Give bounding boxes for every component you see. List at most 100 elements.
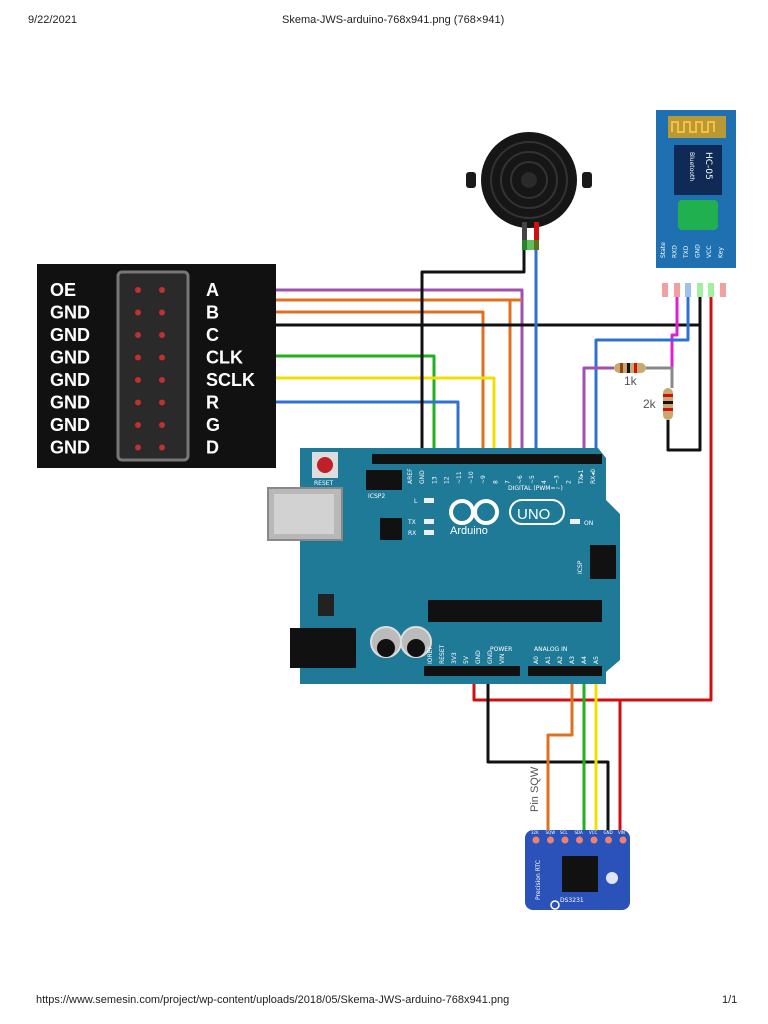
digital-pin-label: 4 [541,480,548,484]
dc-jack [290,628,356,668]
rtc-pin-label: 32K [531,830,539,835]
panel-pin [159,287,165,293]
wire-hc05-rx [670,290,679,368]
icsp2-header [366,470,402,490]
panel-pin [135,332,141,338]
panel-right-label: R [206,393,219,413]
digital-pin-label: ~9 [480,475,487,484]
power-pin-label: GND [487,650,494,664]
panel-left-label: GND [50,370,90,390]
hc05-pin-label: State [660,242,667,258]
digital-pin-label: TX▸1 [578,469,585,485]
rtc-pin [590,836,598,844]
power-pin-label: RESET [439,644,446,664]
panel-pin [159,377,165,383]
resistor-1k-label: 1k [624,374,638,388]
digital-pin-label: ~6 [517,475,524,484]
digital-label: DIGITAL (PWM=~) [508,485,563,492]
hc05-pin-label: TXD [683,245,690,259]
hc05-model: HC-05 [703,152,713,180]
wire-rtc-sqw [546,668,574,838]
digital-pin-label: ~10 [468,471,475,484]
digital-pin-label: 2 [566,480,573,484]
analog-pin-label: A3 [569,656,576,664]
panel-right-label: CLK [206,348,243,368]
resistor-2k: 2k [643,388,673,420]
regulator [318,594,334,616]
analog-pin-label: A1 [545,656,552,664]
atmega-chip [428,600,602,622]
buzzer [466,132,592,250]
rtc-chip [562,856,598,892]
wire-a2 [160,298,512,455]
panel-pin [135,287,141,293]
panel-pin [159,354,165,361]
digital-pin-label: ~5 [529,475,536,484]
panel-pin [135,444,141,451]
sqw-pin-label: Pin SQW [529,766,541,812]
wires [140,250,713,838]
panel-right-label: SCLK [206,370,255,390]
arduino-brand: Arduino [450,525,488,537]
led-on-label: ON [584,520,593,527]
reset-label: RESET [314,480,334,487]
hc05-pin-label: GND [695,244,702,258]
panel-pin [159,444,165,451]
panel-pin [159,399,165,406]
rtc-pin [619,836,627,844]
print-date: 9/22/2021 [28,14,77,26]
wire-hc05-gnd [666,290,702,452]
rtc-pin-label: VIN [618,830,625,835]
panel-pin [159,332,165,338]
resistor-1k: 1k [614,363,646,388]
panel-right-label: G [206,415,220,435]
icsp-header [590,545,616,579]
rtc-pin [532,836,540,844]
rtc-pin [576,836,583,844]
hc05-pin-label: VCC [706,246,713,258]
led-l-label: L [414,498,418,505]
usb-chip [380,518,402,540]
power-pin-label: 3V3 [451,652,458,664]
panel-pins [135,287,165,451]
analog-pin-label: A4 [581,656,588,664]
print-page: 1/1 [722,994,738,1006]
hc05-sub: Bluetooth [688,152,695,181]
digital-pin-label: RX◂0 [590,469,597,484]
hc05-chip [674,145,722,195]
digital-pin-label: ~11 [456,471,463,484]
icsp-label: ICSP [577,560,584,574]
panel-left-label: GND [50,415,90,435]
analog-pin-label: A0 [533,656,540,664]
wire-hc05-tx [594,290,690,455]
print-title: Skema-JWS-arduino-768x941.png (768×941) [282,14,505,26]
analog-pin-label: A2 [557,656,564,664]
rtc-pin [547,836,554,844]
panel-right-label: C [206,325,219,345]
led-tx-label: TX [407,519,416,526]
icsp2-label: ICSP2 [368,493,385,500]
power-pin-label: 5V [463,655,470,664]
panel-pin [135,399,141,406]
buzzer-lead-pos [534,222,539,250]
power-label: POWER [490,646,512,653]
wire-oe [160,288,524,455]
panel-pin [135,354,141,361]
rtc-pin-label: VCC [589,830,598,835]
panel-pin [135,377,141,383]
digital-pin-label: 7 [505,480,512,484]
wire-hc05-vcc [472,290,713,702]
analog-header [528,666,602,676]
panel-left-label: GND [50,393,90,413]
panel-left-label: GND [50,348,90,368]
